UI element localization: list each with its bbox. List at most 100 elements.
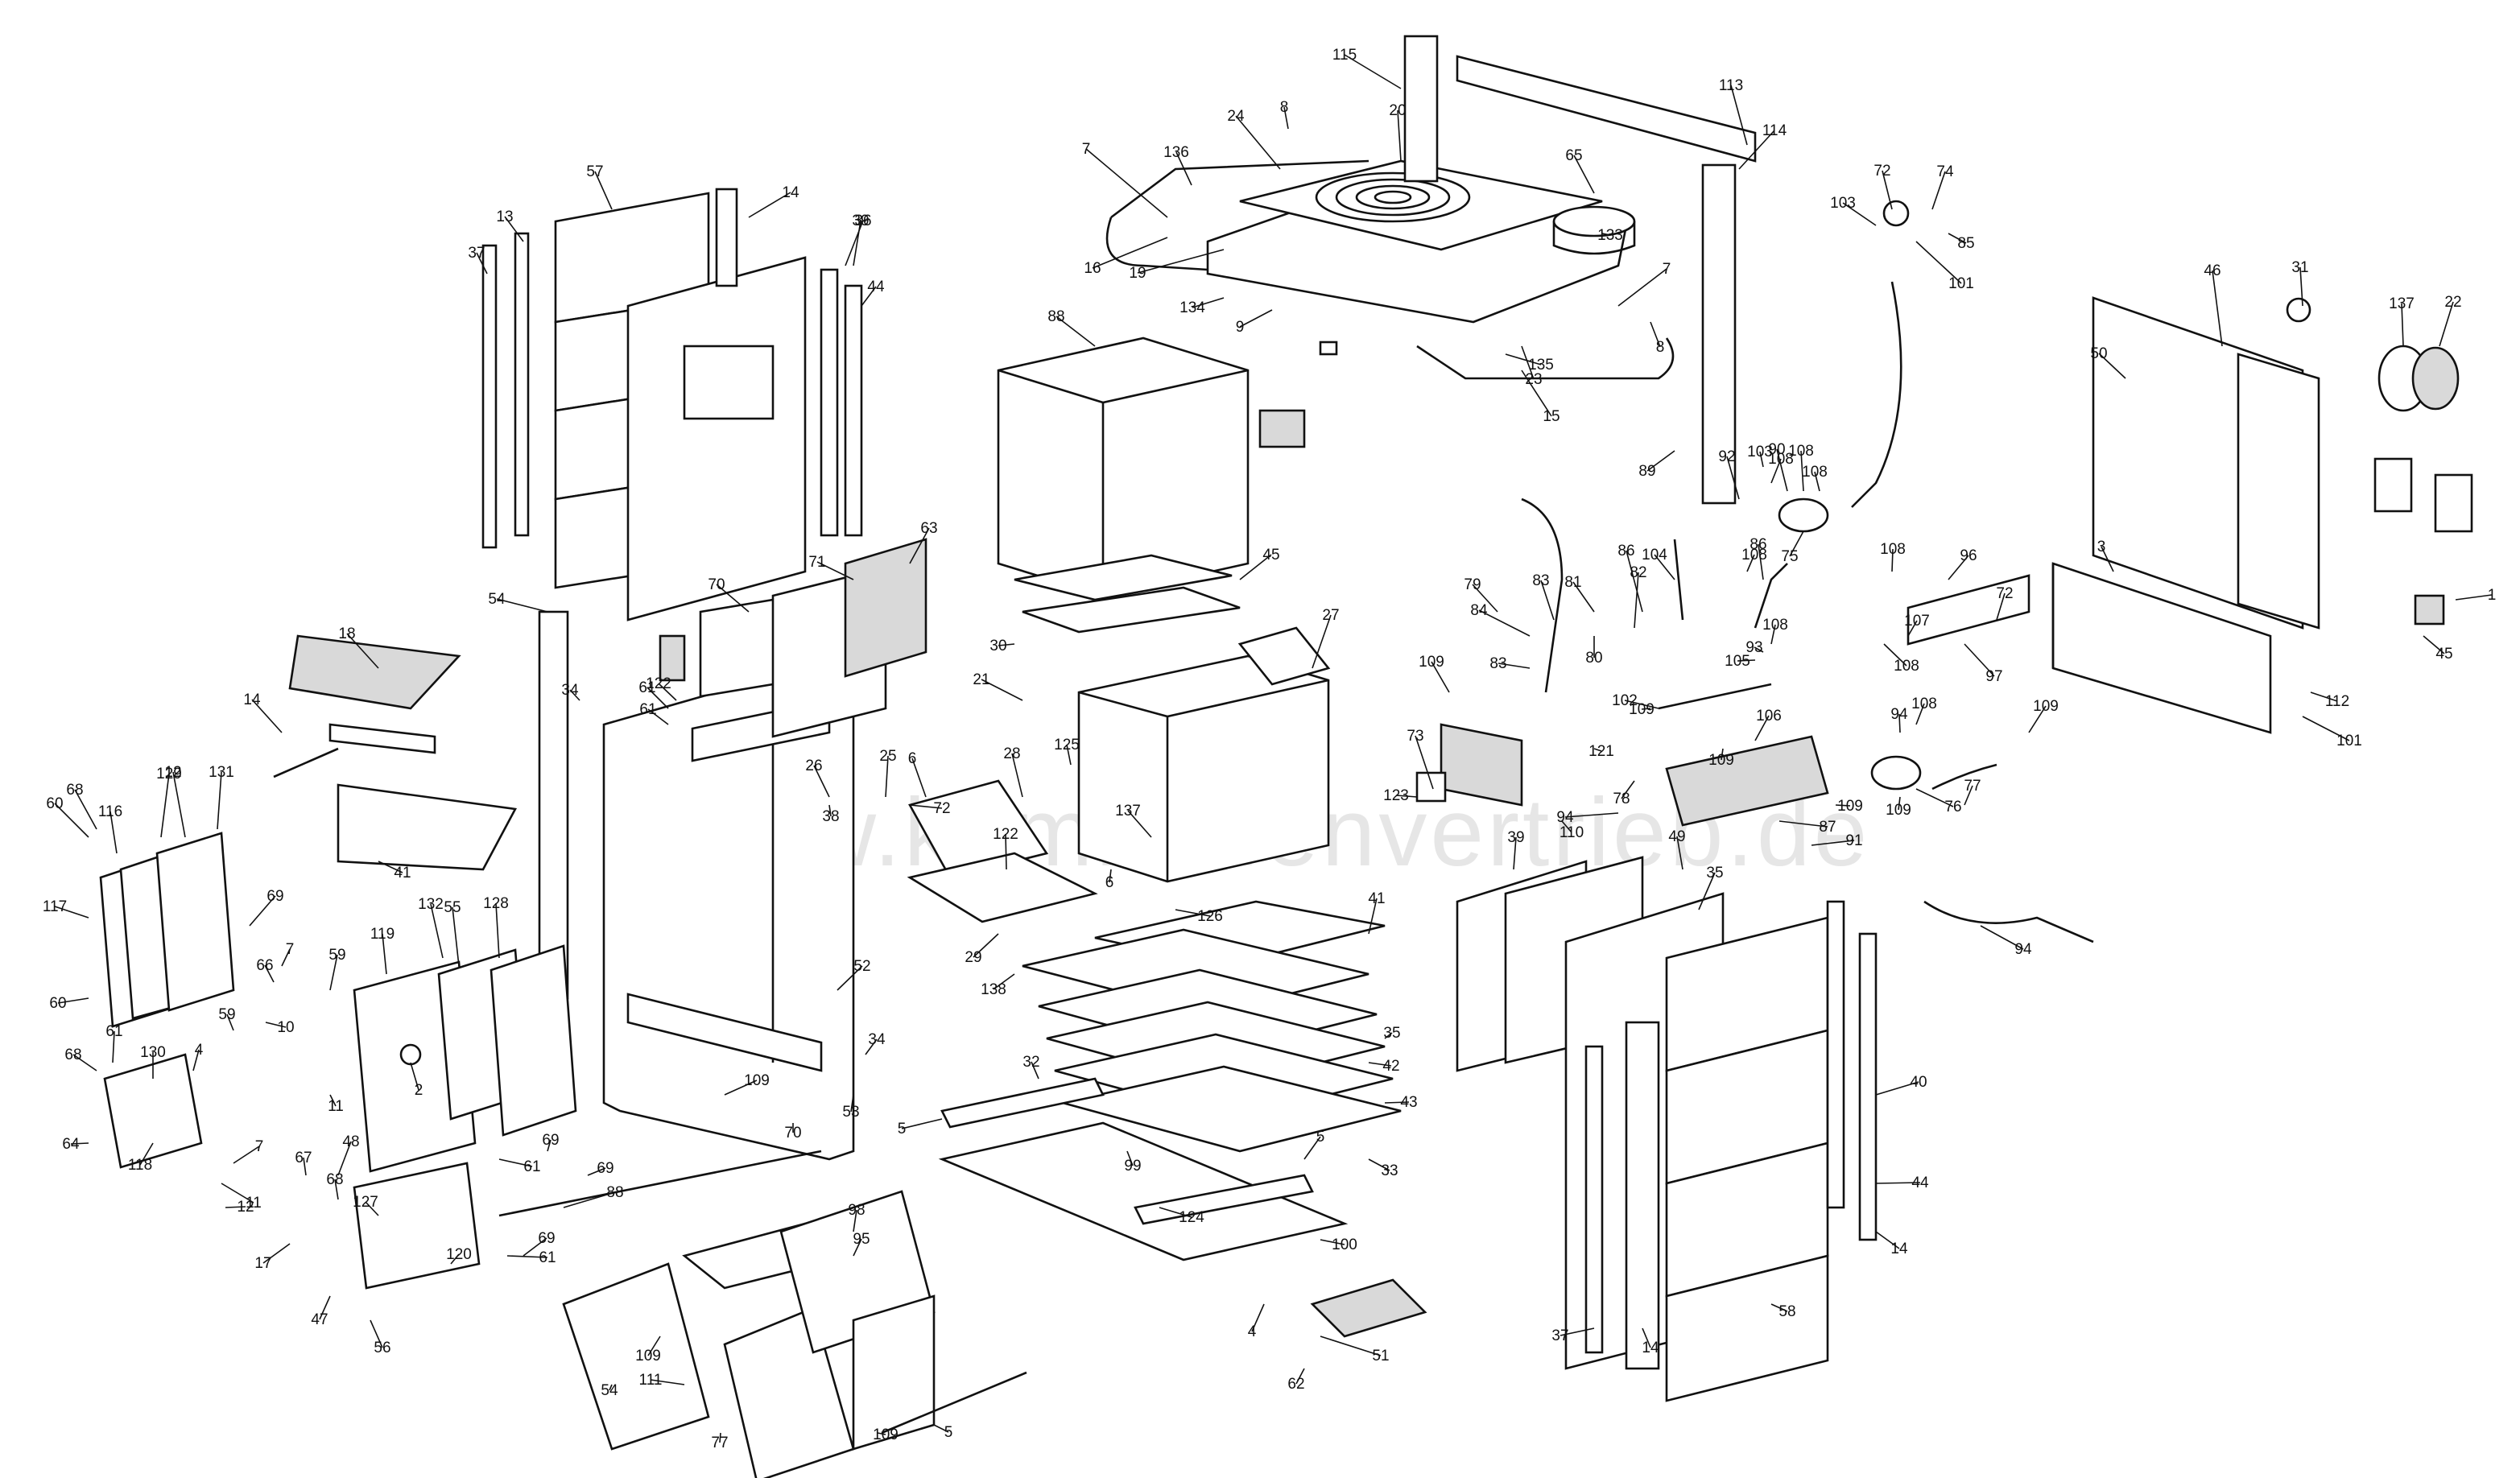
leader-line [1883,643,1907,667]
callout: 98 [848,1202,865,1232]
callout: 109 [724,1072,770,1096]
part-number-label: 97 [1985,668,2002,685]
part-number-label: 92 [1718,448,1735,465]
right-door-panels [1456,856,1878,1402]
leader-line [2098,353,2126,379]
leader-line [1907,620,1918,637]
part-number-label: 127 [353,1194,378,1211]
callout: 77 [1964,778,1981,806]
handle-64 [1310,1278,1427,1338]
callout: 6 [1105,869,1113,891]
callout: 91 [1811,832,1863,849]
part-number-label: 5 [1316,1129,1325,1146]
leader-line [1395,795,1418,798]
rail-39a [481,244,498,549]
left-doors [99,634,577,1290]
leader-line [1676,836,1683,870]
part-number-label: 110 [1560,824,1584,841]
callout: 34 [865,1031,886,1055]
leader-line [1948,233,1967,244]
part-number-label: 3 [2097,539,2106,555]
top-assembly [1105,35,1757,505]
part-number-label: 39 [852,213,869,229]
leader-line [1726,456,1740,500]
callout: 125 [1054,737,1080,766]
part-number-label: 32 [1022,1054,1039,1071]
shelf-44b [1062,1065,1402,1153]
callout: 51 [1320,1336,1390,1364]
leader-line [933,1424,949,1433]
part-number-label: 45 [2435,646,2452,663]
part-number-label: 38 [822,808,839,825]
part-number-label: 104 [1642,547,1667,564]
part-number-label: 108 [1768,451,1794,468]
leader-line [2439,301,2454,347]
callout: 69 [249,888,284,927]
callout: 117 [43,898,89,919]
callout: 116 [98,803,122,854]
door-142 [155,832,235,1012]
leader-line [719,1432,721,1443]
leader-line [1875,1081,1919,1096]
callout: 69 [587,1160,614,1177]
leader-line [1564,812,1619,818]
leader-line [877,1432,886,1435]
leader-line [1109,869,1112,883]
leader-line [1092,237,1168,269]
part-number-label: 105 [1725,653,1750,670]
leader-line [264,964,275,983]
callout: 44 [1875,1175,1929,1191]
part-number-label: 8 [1656,339,1665,356]
leader-line [225,1206,246,1208]
base-53 [938,1121,1349,1261]
callout: 69 [542,1132,560,1152]
part-number-label: 122 [993,826,1018,843]
part-131 [1022,586,1241,634]
callout: 19 [1129,249,1225,282]
part-number-label: 61 [523,1158,540,1175]
valve-73 [1882,200,1910,227]
part-number-label: 90 [1768,441,1785,458]
part-number-label: 70 [784,1125,801,1142]
callout: 64 [62,1136,89,1153]
leader-line [716,584,750,613]
leader-line [609,1384,613,1391]
door-141 [103,1053,203,1169]
callout: 122 [993,826,1018,870]
callout: 37 [1551,1327,1595,1344]
leader-line [1931,171,1946,210]
leader-line [587,1167,606,1176]
leader-line [57,997,89,1004]
callout: 24 [1227,108,1281,170]
leader-line [1996,592,2006,621]
part-number-label: 100 [1332,1236,1357,1253]
part-number-label: 34 [868,1031,886,1048]
leader-line [1814,471,1820,492]
callout: 69 [523,1230,556,1257]
callout: 109 [635,1336,661,1364]
part-number-label: 36 [854,213,871,229]
part-number-label: 121 [1588,743,1614,760]
leader-line [981,679,1023,701]
part-number-label: 119 [370,926,395,943]
callout: 90 [1768,441,1788,492]
part-number-label: 76 [1944,799,1961,815]
part-number-label: 72 [933,800,950,817]
callout: 23 [1521,345,1543,388]
leader-line [430,903,444,959]
part-number-label: 108 [1894,658,1919,675]
leader-line [909,804,943,809]
callout: 112 [2310,692,2349,710]
part-number-label: 70 [708,576,725,593]
callout: 21 [973,671,1023,701]
pump-77b [1870,755,1922,791]
part-number-label: 66 [256,957,273,974]
part-number-label: 94 [1890,706,1908,723]
callout: 45 [1239,547,1280,580]
leader-line [837,965,863,991]
callout: 108 [1788,443,1814,492]
leader-line [1891,548,1894,572]
callout: 28 [1003,745,1023,798]
callout: 61 [638,679,669,709]
callout: 109 [1419,654,1450,693]
